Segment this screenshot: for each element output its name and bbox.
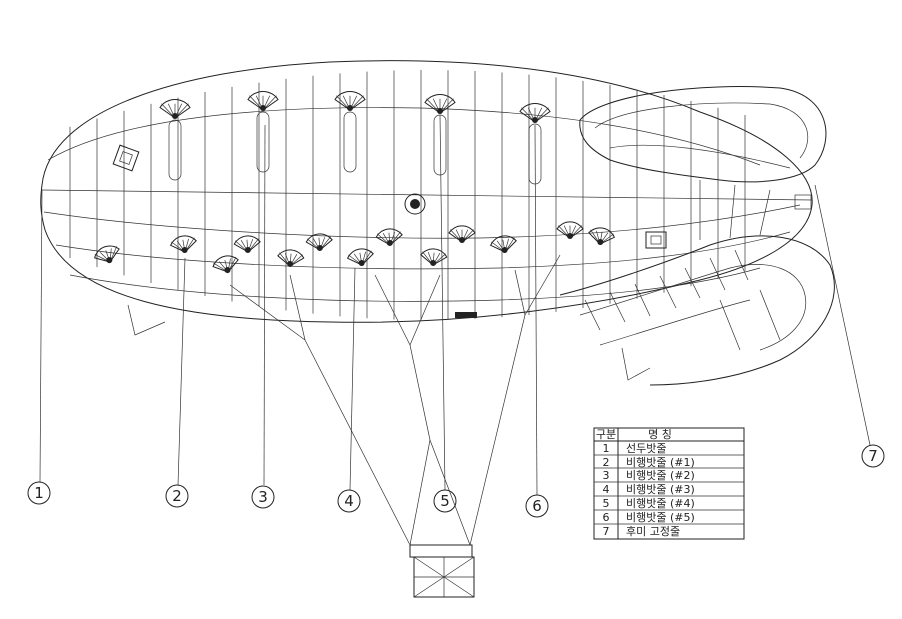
legend-row-no: 4 [603,483,610,496]
svg-text:6: 6 [532,497,542,515]
lower-stabilizer-right [621,347,651,381]
callout-6: 6 [525,494,549,518]
airship-hull [40,60,813,323]
callout-7: 7 [861,444,885,468]
legend-header-no: 구분 [596,428,616,441]
lower-fin [375,228,403,247]
legend-row-no: 2 [603,456,610,469]
lower-stabilizer-left [127,304,166,336]
fin-strut [343,111,357,173]
legend-header-name: 명 칭 [648,428,672,441]
lower-fin [212,255,239,274]
legend-row-no: 7 [603,525,610,538]
lower-fins [94,221,616,274]
legend-row-name: 선두밧줄 [626,442,666,455]
legend-row-name: 비행밧줄 (#4) [626,497,695,510]
legend-row-no: 5 [603,497,610,510]
legend-row-name: 비행밧줄 (#3) [626,483,695,496]
upper-fin [247,91,279,111]
tail-structure [559,86,835,386]
lower-fin [420,248,448,267]
legend-table: 구분 명 칭 1 선두밧줄 2 비행밧줄 (#1) 3 비행밧줄 (#2) 4 … [593,427,745,540]
upper-fin [159,99,191,119]
legend-row-name: 후미 고정줄 [626,525,680,538]
hull-port-center [404,193,426,215]
lower-fin [346,248,374,267]
lower-fin [305,233,333,252]
callout-2: 2 [165,484,189,508]
legend-row-no: 3 [603,469,610,482]
svg-text:4: 4 [344,492,354,510]
lower-fin [169,235,197,254]
hull-ribs [69,70,746,320]
gondola [409,544,475,598]
svg-text:1: 1 [34,484,44,502]
callout-leaders [39,114,871,496]
svg-text:7: 7 [868,447,878,465]
legend-row-name: 비행밧줄 (#2) [626,469,695,482]
hull-window-rear [645,231,667,249]
legend-row-no: 6 [603,511,610,524]
upper-fins [159,91,551,185]
svg-text:5: 5 [440,492,450,510]
upper-fin [519,103,551,123]
lower-fin [233,235,261,254]
lower-fin [448,225,476,243]
svg-text:2: 2 [172,487,182,505]
fin-strut [168,119,182,181]
lower-fin [588,227,616,246]
legend-row-name: 비행밧줄 (#5) [626,511,695,524]
lower-fin [556,221,584,239]
hull-window-front [112,144,140,172]
svg-text:3: 3 [258,488,268,506]
lower-fin [277,249,305,268]
fin-strut [256,111,270,173]
upper-fin [424,94,456,114]
legend-row-name: 비행밧줄 (#1) [626,456,695,469]
legend-row-no: 1 [603,442,610,455]
lower-fin [94,245,120,264]
hull-hatch [455,312,477,318]
callout-5: 5 [433,489,457,513]
callout-1: 1 [27,481,51,505]
flying-ropes [229,254,561,546]
callout-4: 4 [337,489,361,513]
lower-fin [489,235,517,254]
upper-fin [334,91,366,111]
callout-3: 3 [251,485,275,509]
